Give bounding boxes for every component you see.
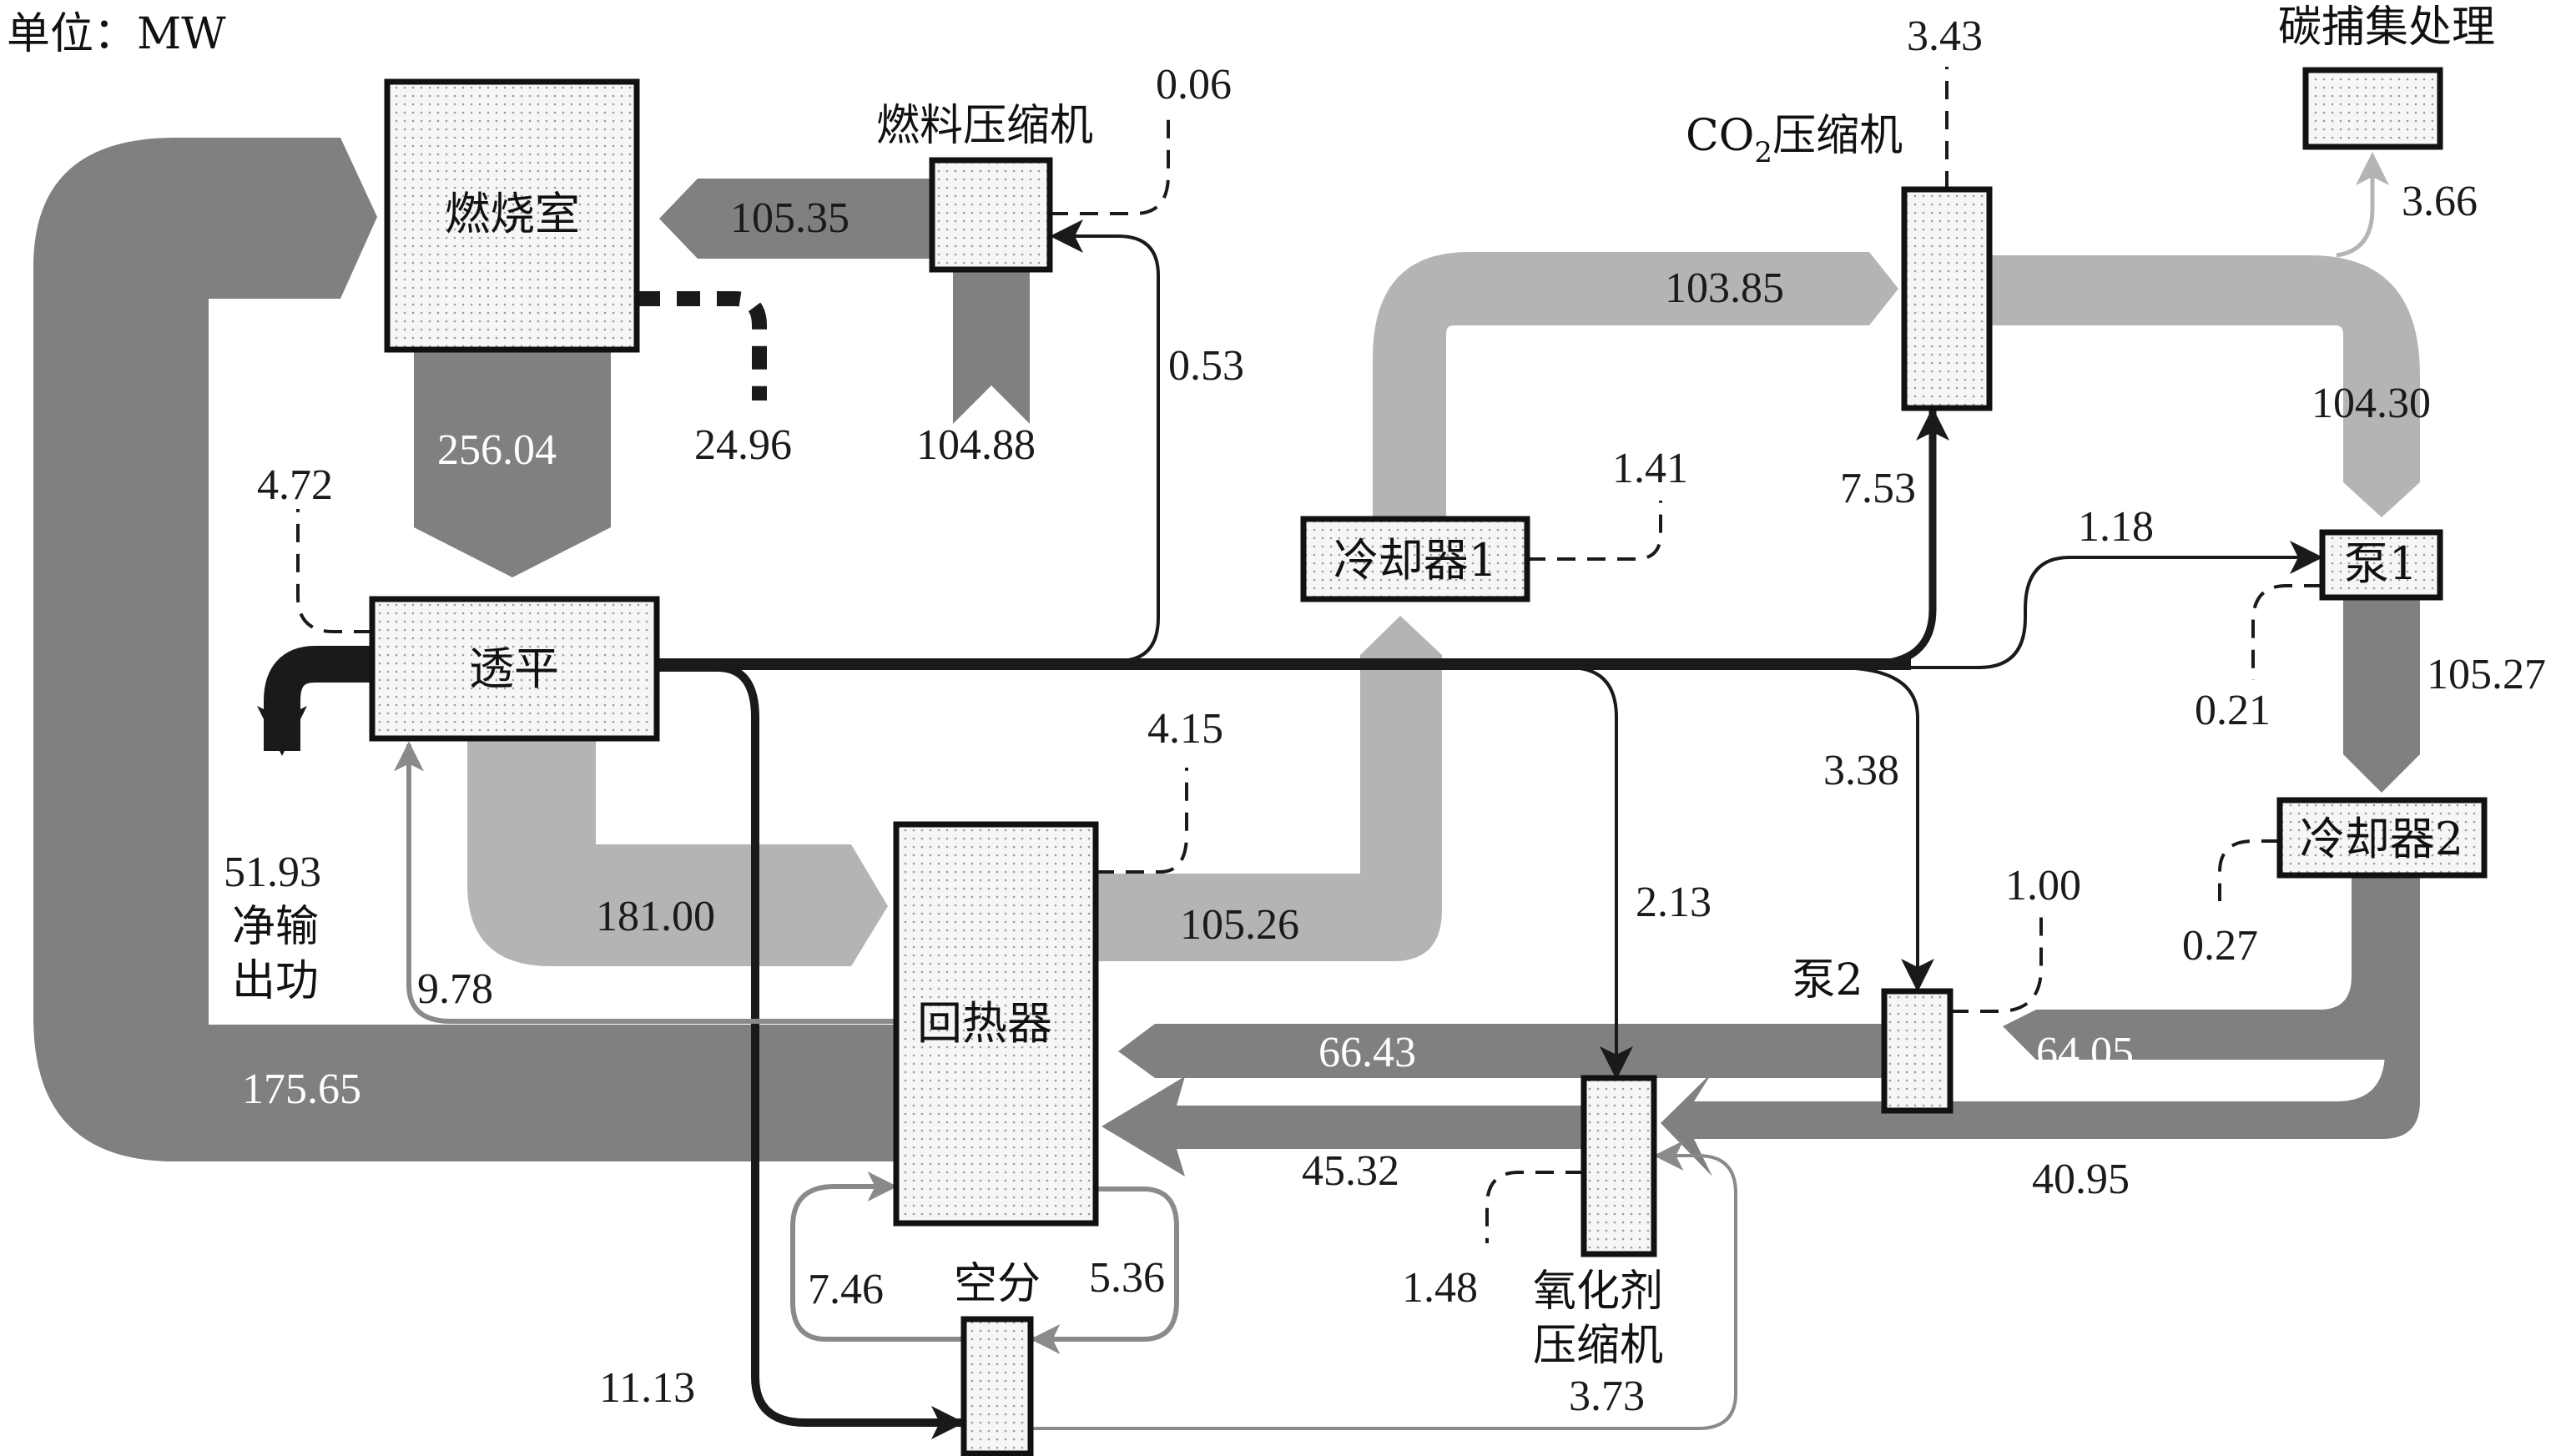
value-51-93: 51.93: [224, 849, 321, 896]
value-104-88: 104.88: [916, 421, 1036, 469]
flow-line-3-66: [2336, 152, 2389, 258]
value-4-72: 4.72: [257, 461, 333, 509]
value-3-73: 3.73: [1569, 1373, 1645, 1420]
flow-net-work: [257, 646, 372, 756]
node-label-oxidant-compressor-2: 压缩机: [1533, 1321, 1663, 1371]
node-recuperator: 回热器: [893, 821, 1099, 1227]
flow-band-45-32: [1102, 1076, 1584, 1176]
unit-label: 单位：MW: [7, 9, 226, 59]
net-output-label-2: 出功: [232, 956, 319, 1006]
value-1-41: 1.41: [1612, 445, 1688, 492]
loss-line-0-21: [2251, 584, 2322, 680]
loss-line-4-15: [1096, 768, 1188, 874]
value-0-06: 0.06: [1156, 61, 1232, 108]
node-label-pump2: 泵2: [1792, 955, 1863, 1005]
node-label-asu: 空分: [954, 1259, 1041, 1309]
flow-line-3-73: [1031, 1141, 1737, 1430]
flow-band-40-95: [1661, 1022, 2420, 1176]
loss-line-0-27: [2218, 839, 2280, 901]
node-label-combustor: 燃烧室: [445, 188, 580, 240]
node-pump2: 泵2: [1792, 955, 1954, 1114]
value-5-36: 5.36: [1089, 1254, 1165, 1302]
value-103-85: 103.85: [1665, 264, 1784, 312]
node-combustor: 燃烧室: [384, 78, 640, 353]
flow-line-9-78: [394, 741, 896, 1024]
value-175-65: 175.65: [242, 1066, 361, 1113]
loss-line-1-41: [1527, 501, 1662, 561]
node-label-oxidant-compressor-1: 氧化剂: [1533, 1267, 1663, 1317]
flow-band-181-00: [467, 738, 888, 966]
value-45-32: 45.32: [1302, 1147, 1399, 1195]
loss-line-24-96: [637, 291, 767, 401]
node-co2-compressor: CO2压缩机: [1686, 111, 1993, 411]
flow-band-104-88: [953, 270, 1030, 424]
flow-band-256-04: [414, 350, 611, 577]
flow-line-0-53: [1050, 219, 1160, 663]
node-oxidant-compressor: 氧化剂 压缩机: [1533, 1075, 1663, 1371]
loss-line-4-72: [296, 509, 372, 633]
value-7-53: 7.53: [1840, 465, 1916, 512]
loss-line-1-48: [1485, 1171, 1584, 1243]
node-fuel-compressor: 燃料压缩机: [876, 101, 1093, 273]
flow-line-11-13: [657, 663, 965, 1439]
flow-line-5-36: [1030, 1186, 1179, 1354]
value-181-00: 181.00: [596, 893, 715, 940]
value-40-95: 40.95: [2032, 1156, 2130, 1203]
flow-band-66-43: [1118, 1024, 1884, 1078]
value-3-66: 3.66: [2402, 178, 2478, 225]
value-9-78: 9.78: [417, 965, 493, 1013]
value-64-05: 64.05: [2036, 1029, 2134, 1076]
flow-band-175-65: [33, 138, 896, 1161]
node-label-recuperator: 回热器: [917, 997, 1052, 1050]
value-3-43: 3.43: [1907, 13, 1983, 60]
value-0-53: 0.53: [1168, 342, 1244, 390]
node-label-pump1: 泵1: [2344, 537, 2417, 590]
flow-line-7-46: [790, 1171, 964, 1342]
value-1-48: 1.48: [1402, 1264, 1478, 1312]
node-cooler1: 冷却器1: [1300, 516, 1530, 602]
flow-band-105-27: [2343, 597, 2420, 793]
node-cooler2: 冷却器2: [2276, 797, 2488, 879]
node-carbon-capture: 碳捕集处理: [2278, 3, 2495, 150]
flow-band-104-30: [1989, 255, 2420, 517]
node-asu: 空分: [954, 1259, 1041, 1456]
value-105-27: 105.27: [2427, 651, 2546, 698]
value-3-38: 3.38: [1823, 747, 1899, 794]
node-turbine: 透平: [369, 596, 660, 742]
flow-line-7-53: [1868, 407, 1949, 668]
value-0-27: 0.27: [2182, 922, 2258, 970]
value-1-18: 1.18: [2078, 503, 2154, 551]
node-label-cooler2: 冷却器2: [2300, 813, 2463, 865]
value-256-04: 256.04: [437, 426, 557, 474]
value-105-35: 105.35: [730, 194, 849, 242]
net-output-label-1: 净输: [232, 902, 319, 952]
value-11-13: 11.13: [599, 1364, 695, 1412]
node-label-co2-compressor: CO2压缩机: [1686, 111, 1903, 169]
value-1-00: 1.00: [2005, 862, 2081, 909]
loss-line-1-00: [1950, 914, 2043, 1013]
flow-band-105-26: [1096, 616, 1442, 961]
flow-line-2-13: [1568, 666, 1633, 1080]
value-2-13: 2.13: [1636, 879, 1712, 926]
value-66-43: 66.43: [1318, 1029, 1416, 1076]
value-104-30: 104.30: [2311, 380, 2431, 427]
node-label-fuel-compressor: 燃料压缩机: [876, 101, 1093, 151]
value-4-15: 4.15: [1147, 705, 1223, 753]
value-7-46: 7.46: [808, 1266, 884, 1313]
value-105-26: 105.26: [1180, 901, 1299, 949]
node-label-cooler1: 冷却器1: [1333, 534, 1497, 587]
flow-band-105-35: [659, 179, 932, 259]
node-pump1: 泵1: [2319, 529, 2443, 601]
flow-band-64-05: [2003, 875, 2420, 1060]
flow-band-103-85: [1373, 252, 1898, 519]
node-label-carbon-capture: 碳捕集处理: [2278, 3, 2495, 53]
flow-line-3-38: [1835, 666, 1934, 992]
value-24-96: 24.96: [694, 421, 792, 469]
node-label-turbine: 透平: [469, 642, 559, 695]
value-0-21: 0.21: [2195, 687, 2271, 734]
flow-line-1-18: [1894, 541, 2323, 669]
